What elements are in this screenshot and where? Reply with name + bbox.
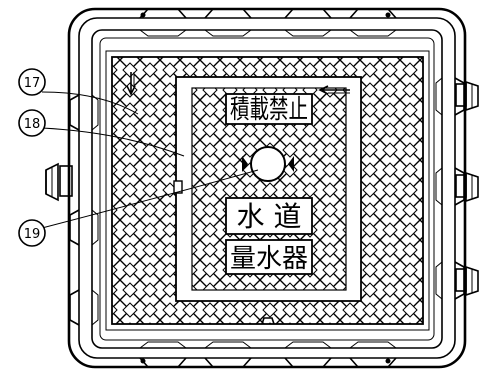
- right-side-tabs: [435, 77, 465, 300]
- bottom-notch: [261, 317, 275, 325]
- callout-18-label: 18: [24, 117, 41, 132]
- callout-18: 18: [18, 109, 46, 137]
- leader-lines: [41, 91, 259, 229]
- water-text: 水 道: [237, 200, 302, 233]
- left-side-tabs: [69, 94, 99, 326]
- meter-text: 量水器: [230, 244, 308, 274]
- callout-19-label: 19: [24, 227, 41, 242]
- outer-frame: [67, 7, 467, 369]
- callout-19: 19: [18, 219, 46, 247]
- prohibition-text: 積載禁止: [230, 95, 308, 125]
- left-arrow-icon: [318, 85, 350, 95]
- down-arrow-icon: [126, 72, 136, 96]
- right-hex-fitting-top: [455, 80, 479, 112]
- lid: [105, 50, 430, 331]
- meter-plate: 量水器: [225, 239, 313, 275]
- right-hex-fitting-bottom: [455, 265, 479, 297]
- callout-17-label: 17: [24, 76, 41, 91]
- left-hex-fitting: [45, 162, 73, 202]
- prohibition-plate: 積載禁止: [225, 93, 313, 125]
- right-hex-fitting-middle: [455, 171, 479, 203]
- bottom-tabs: [139, 341, 397, 368]
- callout-17: 17: [18, 68, 46, 96]
- lid-handle-tab: [173, 180, 183, 194]
- top-tabs: [139, 8, 397, 37]
- water-plate: 水 道: [225, 197, 313, 235]
- center-keyhole: [242, 146, 294, 182]
